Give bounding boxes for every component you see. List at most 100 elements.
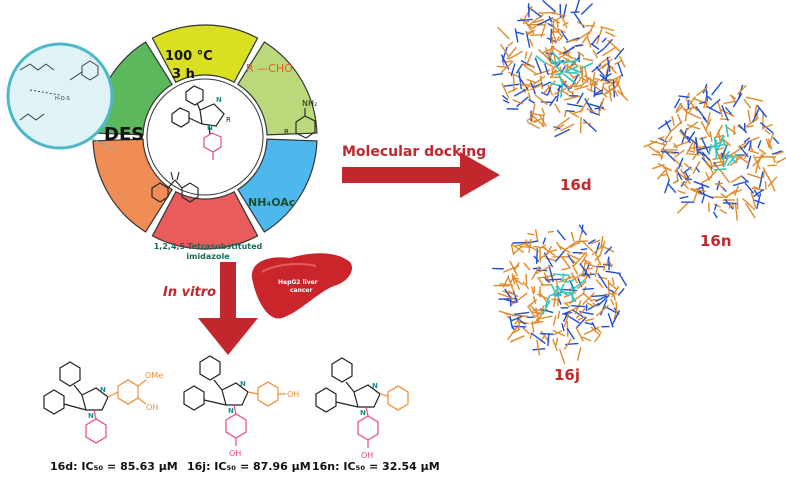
docking-residue-stick: [575, 316, 587, 329]
docking-residue-stick: [724, 189, 736, 199]
docking-residue-stick: [688, 153, 700, 156]
docking-residue-stick: [534, 94, 548, 106]
docking-residue-stick: [543, 272, 552, 284]
docking-residue-stick: [508, 50, 523, 60]
docking-residue-stick: [745, 202, 756, 219]
docking-residue-stick: [511, 315, 523, 322]
docking-residue-stick: [679, 102, 688, 114]
docking-residue-stick: [496, 65, 506, 68]
docking-residue-stick: [687, 99, 698, 112]
docking-residue-stick: [617, 287, 625, 296]
docking-residue-stick: [536, 339, 541, 356]
docking-residue-stick: [560, 123, 575, 132]
docking-residue-stick: [616, 89, 629, 102]
docking-residue-stick: [737, 142, 747, 149]
docking-residue-stick: [606, 56, 611, 72]
docking-residue-stick: [514, 311, 530, 316]
product-name-line2: imidazole: [186, 252, 230, 261]
docking-residue-stick: [566, 253, 580, 260]
docking-residue-stick: [594, 89, 604, 95]
docking-residue-stick: [528, 38, 534, 47]
docking-residue-stick: [558, 34, 565, 42]
docking-ligand-stick: [557, 72, 564, 85]
docking-residue-stick: [771, 150, 783, 156]
docking-residue-stick: [590, 239, 601, 245]
docking-residue-stick: [518, 71, 522, 90]
docking-residue-stick: [592, 49, 598, 59]
docking-residue-stick: [561, 17, 568, 29]
docking-residue-stick: [674, 149, 685, 158]
docking-residue-stick: [657, 162, 673, 172]
docking-residue-stick: [532, 75, 546, 86]
docking-residue-stick: [712, 211, 718, 219]
docking-residue-stick: [556, 229, 566, 241]
docking-residue-stick: [728, 202, 733, 209]
docking-residue-stick: [575, 307, 586, 319]
docking-residue-stick: [600, 26, 615, 32]
docking-residue-stick: [604, 306, 617, 314]
docking-residue-stick: [686, 111, 702, 120]
oh2-label-16j: OH: [229, 449, 241, 458]
docking-residue-stick: [590, 21, 596, 32]
docking-residue-stick: [756, 104, 768, 118]
docking-residue-stick: [775, 150, 784, 156]
docking-residue-stick: [554, 103, 561, 114]
docking-residue-stick: [687, 96, 697, 107]
docking-residue-stick: [507, 290, 519, 298]
docking-residue-stick: [743, 137, 751, 143]
docking-residue-stick: [706, 106, 721, 115]
docking-residue-stick: [550, 29, 557, 41]
docking-residue-stick: [574, 43, 583, 47]
docking-residue-stick: [595, 294, 608, 303]
docking-residue-stick: [512, 277, 524, 286]
docking-residue-stick: [690, 187, 707, 193]
docking-residue-stick: [558, 245, 571, 254]
docking-residue-stick: [512, 74, 515, 92]
docking-residue-stick: [600, 235, 604, 249]
docking-residue-stick: [563, 240, 578, 252]
docking-residue-stick: [542, 0, 557, 13]
docking-residue-stick: [602, 263, 606, 271]
docking-residue-stick: [586, 301, 594, 308]
docking-residue-stick: [510, 63, 516, 77]
docking-residue-stick: [747, 173, 761, 179]
docking-residue-stick: [599, 299, 608, 316]
docking-residue-stick: [524, 51, 528, 60]
docking-residue-stick: [576, 347, 582, 361]
docking-residue-stick: [677, 113, 683, 125]
docking-residue-stick: [584, 321, 594, 326]
docking-residue-stick: [701, 193, 706, 204]
docking-residue-stick: [543, 247, 556, 257]
docking-residue-stick: [526, 78, 537, 84]
docking-residue-stick: [611, 310, 621, 327]
docking-residue-stick: [590, 79, 593, 92]
docking-residue-stick: [745, 96, 764, 102]
docking-residue-stick: [594, 254, 601, 262]
docking-residue-stick: [581, 292, 595, 306]
docking-residue-stick: [522, 326, 531, 335]
docking-residue-stick: [538, 278, 544, 286]
docking-residue-stick: [562, 312, 569, 323]
docking-residue-stick: [502, 99, 510, 104]
docking-residue-stick: [497, 292, 515, 300]
docking-residue-stick: [732, 93, 743, 108]
docking-residue-stick: [548, 264, 555, 283]
docking-residue-stick: [525, 239, 529, 246]
structure-16n: [315, 357, 409, 448]
docking-residue-stick: [754, 158, 760, 174]
docking-residue-stick: [525, 31, 531, 48]
docking-residue-stick: [549, 95, 558, 107]
docking-ligand-stick: [572, 68, 582, 74]
docking-residue-stick: [543, 80, 556, 94]
docking-residue-stick: [743, 152, 749, 159]
docking-ligand-stick: [564, 279, 574, 284]
docking-residue-stick: [717, 101, 724, 118]
docking-residue-stick: [595, 242, 601, 255]
docking-residue-stick: [684, 178, 692, 181]
docking-residue-stick: [572, 309, 584, 318]
docking-residue-stick: [562, 288, 578, 292]
docking-residue-stick: [700, 137, 710, 154]
docking-residue-stick: [507, 41, 514, 47]
docking-residue-stick: [522, 281, 530, 290]
docking-residue-stick: [679, 195, 689, 200]
